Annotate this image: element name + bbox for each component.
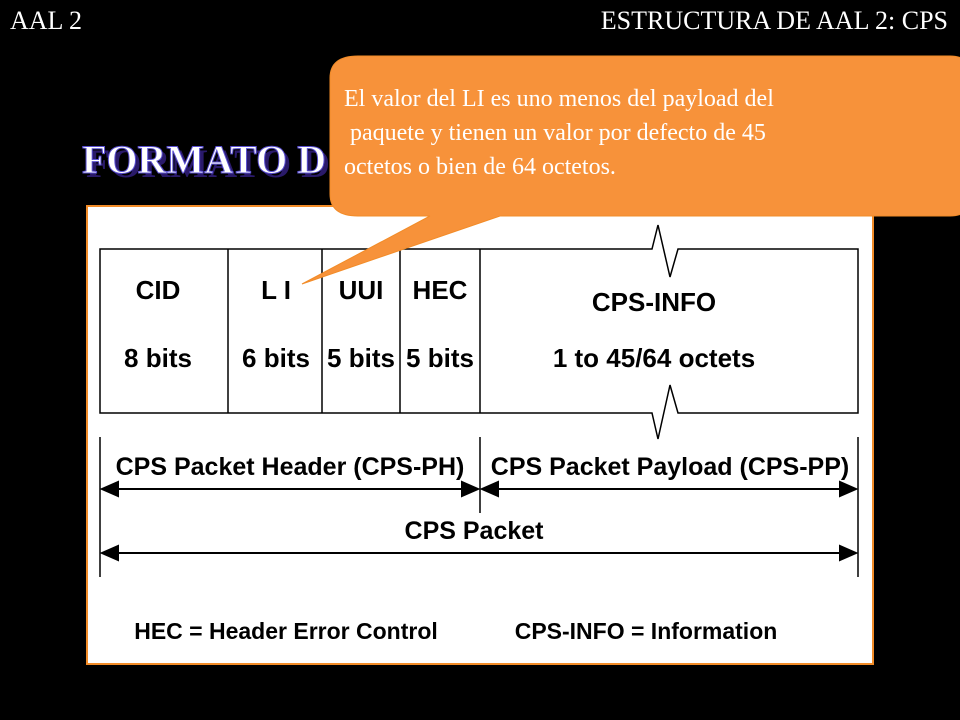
cps-packet-diagram-svg: CID 8 bits L I 6 bits UUI 5 bits HEC 5 b… (99, 224, 859, 644)
callout-text: El valor del LI es uno menos del payload… (330, 56, 960, 216)
field-li-name: L I (261, 275, 291, 305)
span-payload-label: CPS Packet Payload (CPS-PP) (491, 453, 849, 481)
cps-packet-diagram: CID 8 bits L I 6 bits UUI 5 bits HEC 5 b… (86, 205, 874, 665)
slide-title-text: FORMATO D (81, 137, 327, 183)
slide-header-left: AAL 2 (10, 6, 82, 35)
span-packet-label: CPS Packet (405, 517, 545, 545)
callout-line-2: paquete y tienen un valor por defecto de… (344, 120, 766, 146)
packet-box-outline (100, 225, 678, 281)
slide-title: FORMATO D FORMATO D (81, 136, 330, 187)
field-uui-size: 5 bits (327, 343, 395, 373)
callout-line-1: El valor del LI es uno menos del payload… (344, 86, 774, 112)
field-cid-size: 8 bits (124, 343, 192, 373)
packet-box-border (99, 224, 859, 440)
packet-span-arrow (99, 544, 859, 562)
legend-hec: HEC = Header Error Control (134, 618, 438, 644)
field-cps-info-size: 1 to 45/64 octets (553, 343, 755, 373)
span-ticks (99, 437, 859, 577)
slide-header-right: ESTRUCTURA DE AAL 2: CPS (600, 6, 948, 35)
field-cps-info-name: CPS-INFO (592, 287, 716, 317)
span-header-label: CPS Packet Header (CPS-PH) (116, 453, 465, 481)
field-cid-name: CID (136, 275, 181, 305)
field-hec-name: HEC (413, 275, 468, 305)
payload-span-arrow (479, 480, 859, 498)
header-span-arrow (99, 480, 481, 498)
field-li-size: 6 bits (242, 343, 310, 373)
callout-line-3: octetos o bien de 64 octetos. (344, 154, 616, 180)
slide-title-shadow: FORMATO D (86, 141, 331, 186)
field-hec-size: 5 bits (406, 343, 474, 373)
legend-cps-info: CPS-INFO = Information (515, 618, 778, 644)
packet-box (99, 224, 859, 440)
field-uui-name: UUI (339, 275, 384, 305)
